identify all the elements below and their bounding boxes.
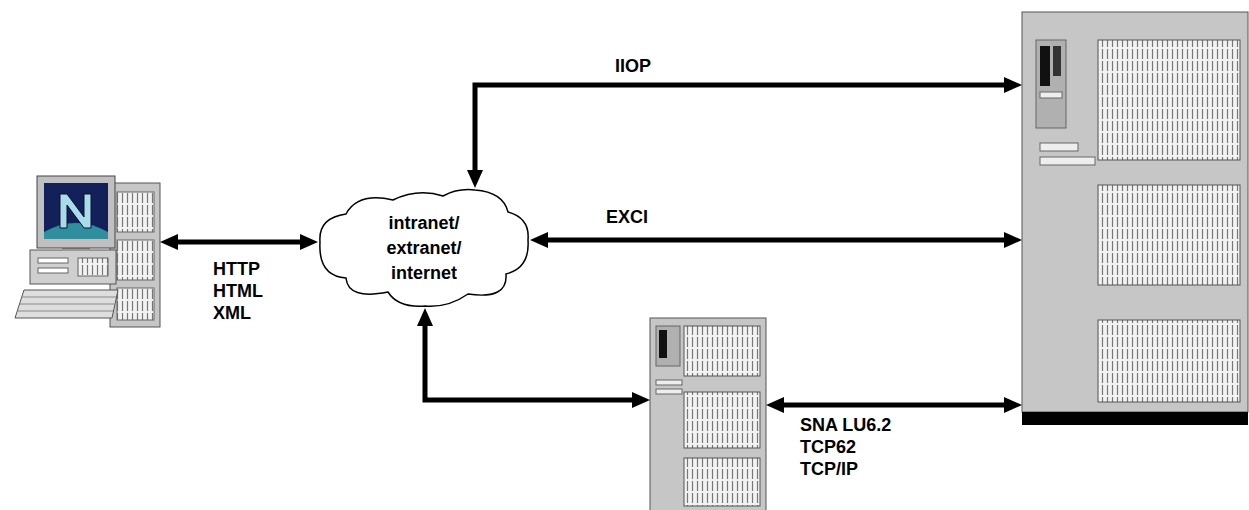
mainframe-grille [1098, 40, 1240, 160]
drive-slot [38, 258, 68, 263]
drive-bay [1053, 46, 1061, 76]
protocol-label: SNA LU6.2 TCP62 TCP/IP [800, 414, 908, 480]
mainframe-grille [1098, 185, 1240, 285]
drive-bay [659, 330, 667, 358]
workstation-art [15, 176, 160, 327]
protocol-label: HTTP HTML XML [213, 258, 263, 324]
drive-bay [1040, 46, 1050, 86]
desktop-case [30, 250, 116, 284]
server-grille [684, 326, 760, 376]
logo-letter [60, 194, 91, 228]
network-cloud: intranet/ extranet/ internet [318, 188, 530, 308]
tower-grille [117, 192, 154, 232]
drive-slot [1040, 92, 1062, 98]
server-node [650, 318, 766, 510]
drive-slot [656, 389, 682, 394]
node-body: intranet/ extranet/ internet [318, 188, 530, 308]
mainframe-node [1022, 12, 1248, 425]
drive-slot [1040, 143, 1078, 151]
protocol-label: IIOP [615, 55, 651, 77]
desktop-grille [78, 258, 108, 276]
logo-horizon [44, 223, 108, 239]
mainframe-grille [1098, 320, 1240, 402]
protocol-label-holder: SNA LU6.2 TCP62 TCP/IP [800, 414, 908, 480]
connector-arrow [784, 403, 1004, 408]
cloud-shape [320, 190, 528, 307]
protocol-label: EXCI [606, 206, 648, 228]
connector-arrow [425, 326, 632, 400]
connector-arrow [548, 238, 1004, 243]
workstation-node [15, 175, 160, 325]
server-case [650, 318, 766, 510]
protocol-label-holder: IIOP [615, 55, 651, 77]
tower-case [110, 183, 160, 327]
server-grille [684, 392, 760, 448]
drive-slot [1040, 157, 1095, 165]
keyboard [15, 290, 118, 318]
keyboard-keys [18, 297, 116, 311]
protocol-label-holder: EXCI [606, 206, 648, 228]
control-panel [1036, 40, 1066, 128]
tower-grille [117, 240, 154, 280]
drive-slot [38, 268, 68, 273]
mainframe-base [1022, 412, 1248, 425]
mainframe-case [1022, 12, 1248, 412]
drive-slot [656, 380, 682, 385]
tower-grille [117, 288, 154, 320]
node-label: intranet/ extranet/ internet [386, 211, 461, 286]
monitor-case [37, 176, 115, 248]
server-grille [684, 458, 760, 506]
monitor-screen [44, 183, 108, 239]
mainframe-art [1022, 12, 1248, 425]
protocol-label-holder: HTTP HTML XML [213, 258, 263, 324]
connector-arrow [178, 240, 300, 245]
server-art [650, 318, 766, 510]
connector-arrow [475, 85, 1004, 170]
control-panel [656, 326, 680, 366]
